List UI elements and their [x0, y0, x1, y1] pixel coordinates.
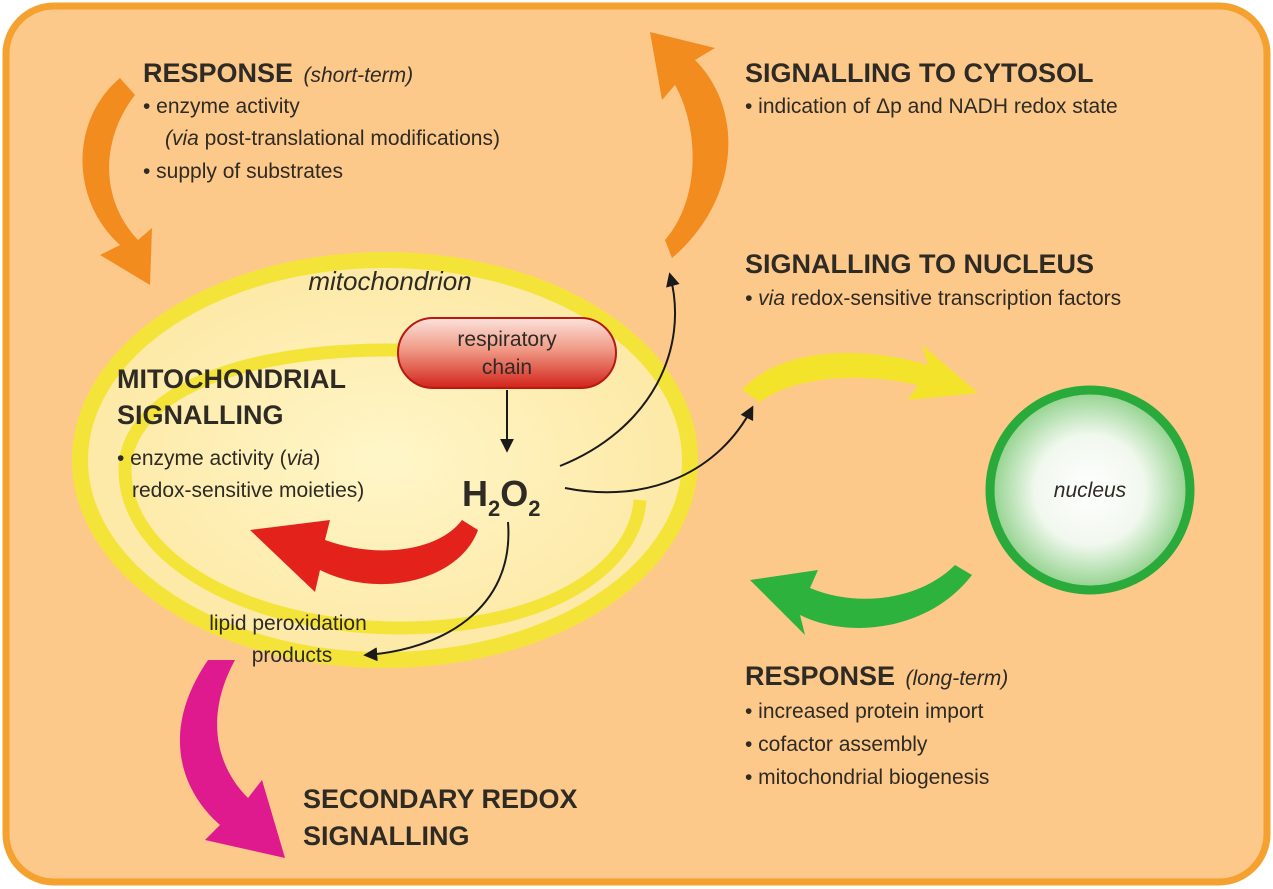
response-long-title: RESPONSE [745, 661, 895, 691]
response-short-arrow [82, 78, 152, 285]
svg-text:• via redox-sensitive transcri: • via redox-sensitive transcription fact… [745, 287, 1121, 310]
signalling-nucleus-arrow [742, 345, 978, 402]
response-long-arrow [750, 565, 972, 635]
h2o2-arrows [363, 272, 754, 662]
signalling-cytosol-title: SIGNALLING TO CYTOSOL [745, 58, 1094, 88]
signalling-cytosol-bullet: • indication of Δp and NADH redox state [745, 95, 1118, 118]
signalling-cytosol-block: SIGNALLING TO CYTOSOL • indication of Δp… [745, 58, 1118, 118]
response-short-bullet1: • enzyme activity [143, 95, 300, 118]
h2o2-to-nucleus-arrow [564, 405, 754, 494]
secondary-signalling-arrow [179, 660, 285, 858]
nucleus-label: nucleus [1054, 479, 1127, 502]
nucleus-circle [985, 385, 1195, 595]
h2o2-to-lipid-arrow [363, 521, 510, 662]
signalling-nucleus-bullet-via: • via [745, 287, 785, 310]
svg-text:H2O2: H2O2 [462, 473, 541, 521]
nucleus: nucleus [985, 385, 1195, 595]
respiratory-chain-line1: respiratory [457, 328, 557, 351]
lipid-block: lipid peroxidation products [209, 612, 367, 667]
signalling-nucleus-title: SIGNALLING TO NUCLEUS [745, 249, 1094, 279]
respiratory-chain-line2: chain [482, 356, 532, 379]
svg-text:(via post-translational modifi: (via post-translational modifications) [165, 127, 500, 150]
svg-text:RESPONSE (short-term): RESPONSE (short-term) [143, 58, 413, 88]
response-short-qualifier: (short-term) [304, 64, 414, 87]
respiratory-chain-box [397, 317, 617, 389]
h2o2-h: H [462, 473, 488, 514]
response-short-bullet1b-rest: post-translational modifications) [199, 127, 500, 150]
svg-text:RESPONSE (long-term): RESPONSE (long-term) [745, 661, 1008, 691]
signalling-nucleus-block: SIGNALLING TO NUCLEUS • via redox-sensit… [745, 249, 1121, 310]
svg-text:• enzyme activity (via): • enzyme activity (via) [117, 447, 320, 470]
signalling-cytosol-arrow [650, 32, 729, 258]
response-short-title: RESPONSE [143, 58, 293, 88]
mito-signalling-title2: SIGNALLING [117, 400, 284, 430]
secondary-line1: SECONDARY REDOX [303, 784, 578, 814]
h2o2-o: O [500, 473, 528, 514]
mito-signalling-block: MITOCHONDRIAL SIGNALLING • enzyme activi… [117, 364, 364, 502]
mito-signalling-title1: MITOCHONDRIAL [117, 364, 346, 394]
mitochondrion-label: mitochondrion [308, 266, 471, 296]
response-short-bullet2: • supply of substrates [143, 160, 343, 183]
h2o2-label: H2O2 [462, 473, 541, 521]
mito-signalling-bullet-via: via [287, 447, 314, 470]
secondary-block: SECONDARY REDOX SIGNALLING [303, 784, 578, 851]
respiratory-chain: respiratory chain [397, 317, 617, 389]
response-long-bullet3: • mitochondrial biogenesis [745, 766, 989, 789]
h2o2-sub1: 2 [488, 496, 500, 521]
response-long-bullet1: • increased protein import [745, 700, 984, 723]
signalling-nucleus-bullet-rest: redox-sensitive transcription factors [785, 287, 1121, 310]
response-long-bullet2: • cofactor assembly [745, 733, 928, 756]
lipid-line2: products [252, 644, 333, 667]
lipid-line1: lipid peroxidation [209, 612, 367, 635]
response-long-block: RESPONSE (long-term) • increased protein… [745, 661, 1008, 789]
response-short-bullet1b-via: (via [165, 127, 199, 150]
h2o2-to-cytosol-arrow [559, 272, 680, 467]
mito-signalling-bullet2: redox-sensitive moieties) [132, 479, 364, 502]
mitochondrial-response-arrow [250, 520, 478, 592]
mito-signalling-bullet-a: • enzyme activity ( [117, 447, 287, 470]
h2o2-sub2: 2 [528, 496, 540, 521]
secondary-line2: SIGNALLING [303, 821, 470, 851]
response-long-qualifier: (long-term) [906, 667, 1009, 690]
response-short-block: RESPONSE (short-term) • enzyme activity … [143, 58, 500, 183]
